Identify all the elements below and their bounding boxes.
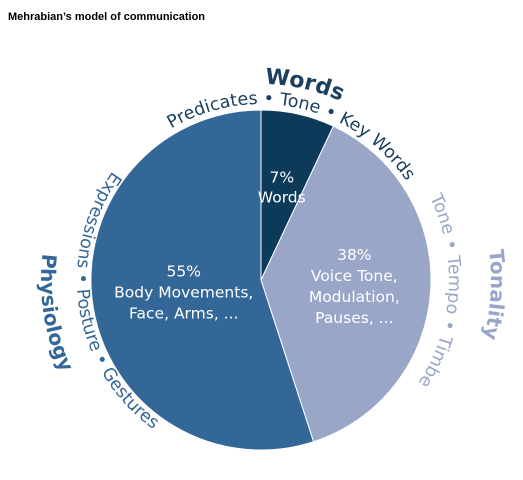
page-title: Mehrabian’s model of communication: [8, 11, 206, 23]
slice-description-label: Face, Arms, ...: [129, 305, 238, 323]
pie-slice-physiology: [90, 109, 315, 451]
ring-title-tonality: Tonality: [479, 248, 510, 342]
pie-slice-tonality: [260, 125, 432, 443]
slice-percent-label: 7%: [269, 169, 294, 187]
slice-description-label: Words: [258, 189, 306, 207]
slice-description-label: Body Movements,: [114, 284, 253, 302]
slice-percent-label: 55%: [167, 263, 201, 281]
pie-slices: [90, 109, 432, 451]
slice-description-label: Modulation,: [309, 288, 400, 306]
pie-slice-labels: 7% Words 38% Voice Tone, Modulation, Pauses, …: [114, 169, 400, 327]
slice-description-label: Voice Tone,: [311, 267, 398, 285]
slice-percent-label: 38%: [337, 246, 371, 264]
slice-description-label: Pauses, ...: [315, 309, 393, 327]
